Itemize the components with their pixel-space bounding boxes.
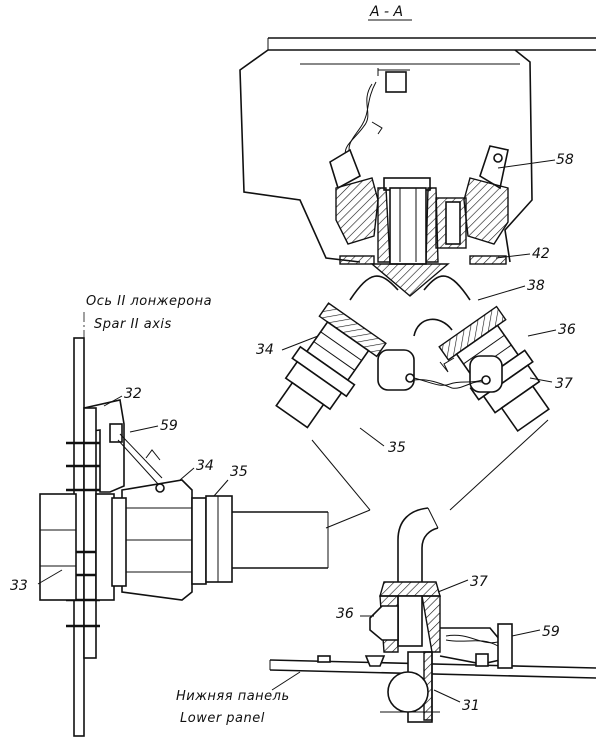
lock-wire-top xyxy=(348,81,377,159)
left-nut-cylinder xyxy=(377,349,415,391)
central-dome xyxy=(413,318,453,337)
lower-panel-en: Lower panel xyxy=(180,711,265,726)
bracket-ear-left xyxy=(329,148,361,190)
lower-panel-label: Нижняя панель Lower panel xyxy=(176,671,301,726)
callout-37-top: 37 xyxy=(555,376,573,392)
callout-34-top: 34 xyxy=(256,342,274,358)
lower-fitting-body xyxy=(397,595,423,647)
callout-42: 42 xyxy=(532,246,550,262)
spar-web-right xyxy=(504,49,533,263)
lower-panel-bottom xyxy=(269,669,597,679)
right-nut-cylinder xyxy=(469,355,503,393)
upper-section-view xyxy=(239,37,596,529)
callout-35-top: 35 xyxy=(388,440,406,456)
bottom-detail-view xyxy=(269,507,597,723)
callout-59-left: 59 xyxy=(160,418,178,434)
callout-32: 32 xyxy=(124,386,142,402)
callout-38: 38 xyxy=(527,278,545,294)
bottom-callouts: 36 37 59 31 xyxy=(336,574,560,714)
callout-36-bottom: 36 xyxy=(336,606,354,622)
callout-31: 31 xyxy=(462,698,480,714)
upper-callouts: 58 42 38 36 37 34 35 xyxy=(256,152,576,456)
arm-left-contour xyxy=(349,275,399,301)
callout-58: 58 xyxy=(556,152,574,168)
nut-36-bottom xyxy=(369,605,399,641)
fitting-lower-cone xyxy=(370,263,450,297)
bent-pipe-right-edge xyxy=(421,527,439,582)
central-bolt-shank xyxy=(389,187,427,265)
angle-bracket-32 xyxy=(83,399,125,493)
spar-axis-en: Spar II axis xyxy=(94,317,172,332)
section-title-group: А - А xyxy=(368,4,412,21)
doubler-strip xyxy=(83,407,97,659)
section-title: А - А xyxy=(369,4,403,20)
top-bolt-head xyxy=(385,71,407,93)
spar-axis-ru: Ось II лонжерона xyxy=(86,294,212,309)
callout-36-top: 36 xyxy=(558,322,576,338)
callout-59-bottom: 59 xyxy=(542,624,560,640)
washer-42-right xyxy=(469,255,507,265)
fitting-flange-left xyxy=(335,177,379,245)
drain-port-circle xyxy=(387,671,429,713)
lock-wire-middle xyxy=(413,377,483,386)
fitting-flange-right xyxy=(463,177,509,245)
lower-panel-ru: Нижняя панель xyxy=(176,689,290,704)
left-side-view: Ось II лонжерона Spar II axis xyxy=(39,294,329,737)
callout-34-left: 34 xyxy=(196,458,214,474)
spar-web-left xyxy=(239,49,361,263)
left-callouts: 32 59 34 35 33 xyxy=(10,386,248,594)
union-35 xyxy=(205,495,233,583)
callout-35-left: 35 xyxy=(230,464,248,480)
arm-right-contour xyxy=(423,275,471,301)
bracket-59-left xyxy=(109,423,123,443)
callout-37-bottom: 37 xyxy=(470,574,488,590)
lower-nut-top xyxy=(379,581,441,597)
bent-pipe-left-edge xyxy=(397,507,429,582)
fitting-flange-33 xyxy=(39,493,77,601)
washer-42-left xyxy=(339,255,375,265)
bracket-59-bottom xyxy=(439,627,501,665)
lock-wire-left xyxy=(119,433,163,479)
left-pipe-assembly xyxy=(275,302,387,429)
callout-33: 33 xyxy=(10,578,28,594)
lock-wire-bottom xyxy=(445,634,499,644)
